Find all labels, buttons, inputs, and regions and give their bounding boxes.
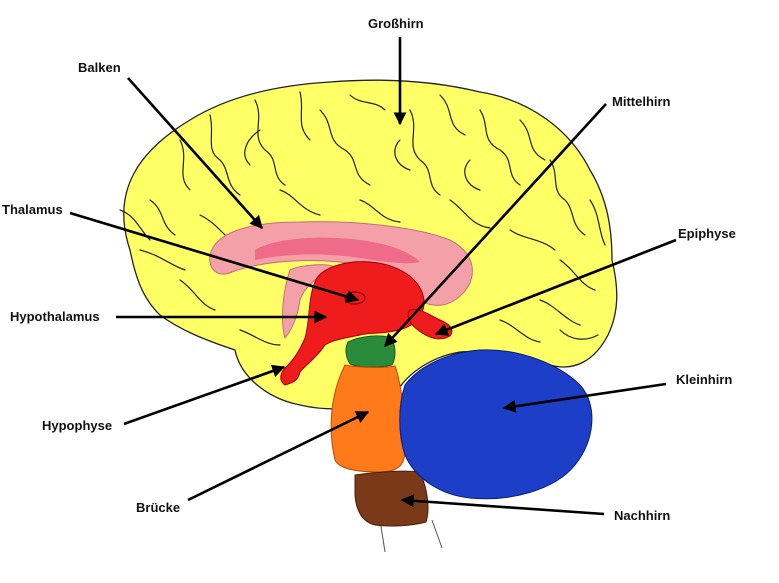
label-nachhirn: Nachhirn [614,508,671,523]
grosshirn-gyri [119,91,606,346]
kleinhirn-region [399,349,593,500]
thalamus-region [280,261,425,386]
bruecke-region [330,364,406,473]
label-hypothalamus: Hypothalamus [10,309,100,324]
arrow-thalamus [69,211,360,303]
label-bruecke: Brücke [136,500,181,515]
label-grosshirn: Großhirn [368,16,424,31]
label-hypophyse: Hypophyse [42,418,113,433]
mittelhirn-region [345,335,396,368]
label-epiphyse: Epiphyse [678,226,736,241]
balken-inner-region [255,237,420,264]
arrow-bruecke [187,410,370,502]
label-thalamus: Thalamus [2,202,63,217]
label-kleinhirn: Kleinhirn [676,372,733,387]
arrow-mittelhirn [384,103,607,347]
nachhirn-region [354,470,429,527]
arrow-balken [127,77,263,229]
pointer-arrows [69,37,677,516]
arrow-hypophyse [123,364,286,426]
label-balken: Balken [78,60,121,75]
fornix-region [282,264,336,340]
arrow-kleinhirn [502,382,667,413]
label-mittelhirn: Mittelhirn [612,94,671,109]
arrow-epiphyse [434,238,677,336]
arrow-nachhirn [400,494,605,516]
